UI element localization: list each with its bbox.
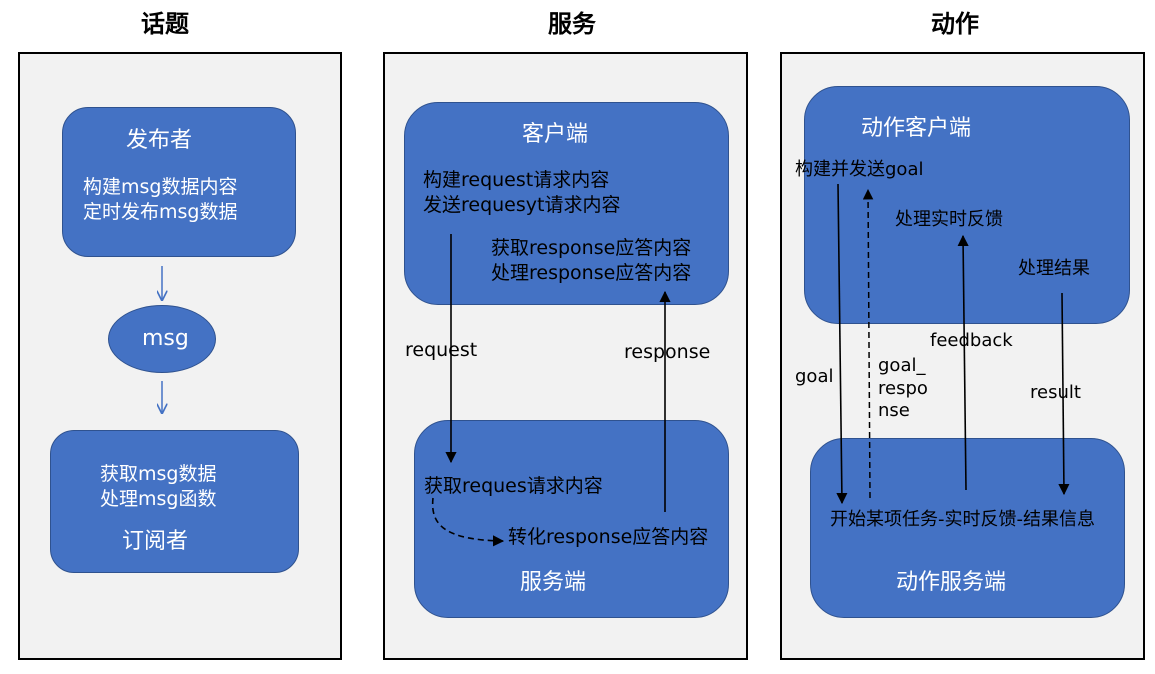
publisher-title: 发布者 xyxy=(126,128,193,153)
client-line-4: 处理response应答内容 xyxy=(491,262,692,284)
response-label: response xyxy=(624,341,711,363)
client-line-2: 发送requesyt请求内容 xyxy=(423,194,621,216)
client-title: 客户端 xyxy=(522,122,589,147)
goal-response-label-1: goal_ xyxy=(878,355,926,376)
service-heading: 服务 xyxy=(548,10,596,38)
action-client-line-3: 处理结果 xyxy=(1018,258,1090,279)
subscriber-box xyxy=(50,430,299,573)
feedback-label: feedback xyxy=(930,330,1013,351)
action-server-box xyxy=(810,438,1125,618)
action-server-line-1: 开始某项任务-实时反馈-结果信息 xyxy=(830,509,1095,530)
goal-response-label-3: nse xyxy=(878,400,910,421)
server-line-2: 转化response应答内容 xyxy=(508,526,709,548)
result-label: result xyxy=(1030,382,1081,403)
action-client-line-2: 处理实时反馈 xyxy=(895,209,1003,230)
publisher-box xyxy=(62,107,296,257)
client-line-1: 构建request请求内容 xyxy=(423,169,610,191)
msg-ellipse xyxy=(108,305,216,373)
subscriber-line-2: 处理msg函数 xyxy=(100,488,217,510)
convert-dashed-arrow xyxy=(431,497,505,547)
client-box xyxy=(404,102,729,305)
server-box xyxy=(414,420,729,618)
subscriber-title: 订阅者 xyxy=(122,529,189,554)
server-title: 服务端 xyxy=(520,570,587,595)
client-line-3: 获取response应答内容 xyxy=(491,237,692,259)
subscriber-line-1: 获取msg数据 xyxy=(100,463,217,485)
topic-heading: 话题 xyxy=(141,10,189,38)
goal-response-label-2: respo xyxy=(878,378,928,399)
request-label: request xyxy=(405,339,478,361)
action-server-title: 动作服务端 xyxy=(896,570,1007,595)
server-line-1: 获取reques请求内容 xyxy=(424,475,603,497)
msg-label: msg xyxy=(142,326,189,351)
action-client-line-1: 构建并发送goal xyxy=(795,159,924,180)
action-client-box xyxy=(804,86,1130,324)
action-heading: 动作 xyxy=(931,10,979,38)
feedback-arrow xyxy=(957,234,969,491)
publisher-line-2: 定时发布msg数据 xyxy=(83,201,238,223)
goal-label: goal xyxy=(795,366,834,387)
goal-response-dashed-arrow xyxy=(862,188,874,499)
goal-arrow xyxy=(836,183,848,505)
result-arrow xyxy=(1058,292,1070,496)
action-client-title: 动作客户端 xyxy=(861,116,972,141)
publisher-line-1: 构建msg数据内容 xyxy=(83,176,238,198)
